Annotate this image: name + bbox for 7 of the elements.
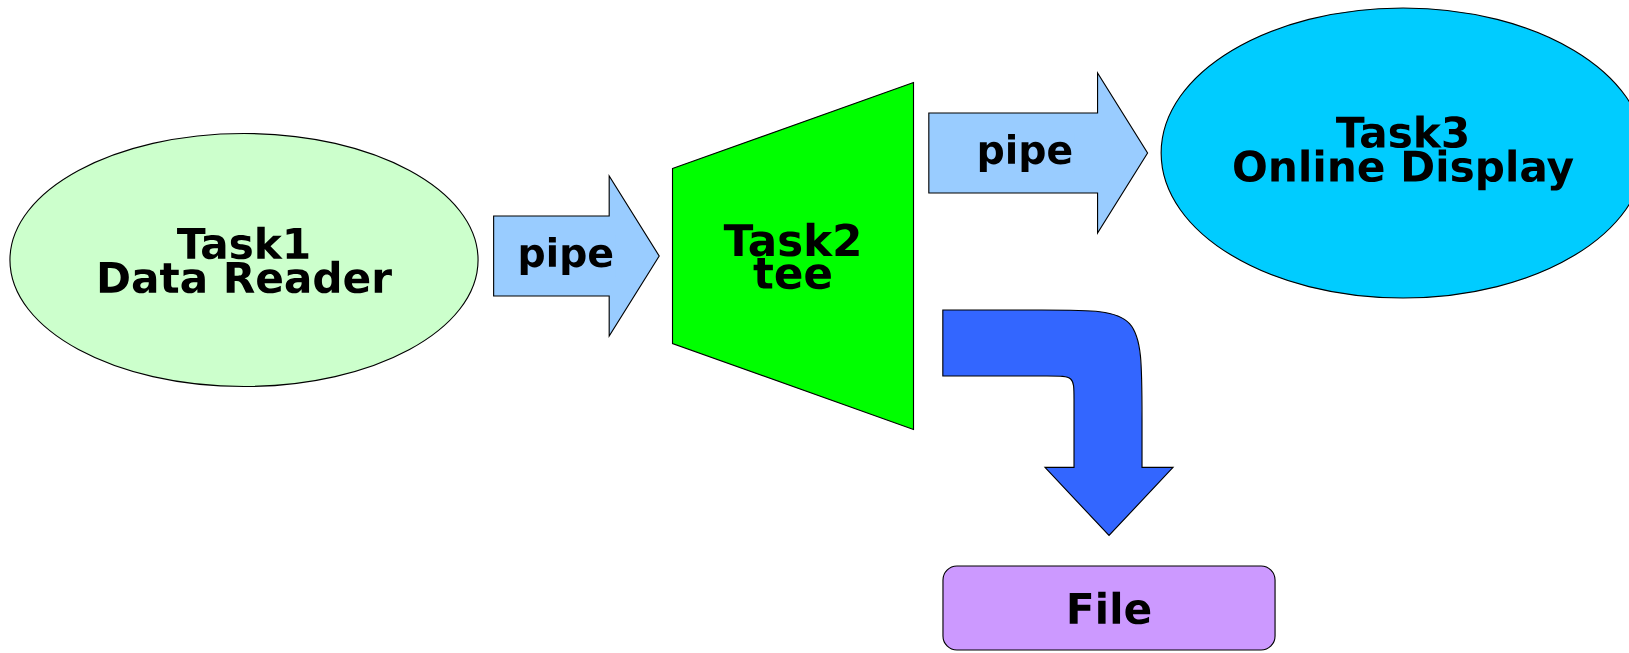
rounded-box: File: [942, 565, 1276, 651]
oval-node: Task1 Data Reader: [9, 132, 479, 388]
curved-arrow: [942, 309, 1174, 536]
trapezoid-node: Task2 tee: [671, 81, 915, 431]
edge-label: pipe: [975, 132, 1075, 174]
edge-label: pipe: [516, 235, 616, 277]
oval-node: Task3 Online Display: [1160, 7, 1629, 299]
